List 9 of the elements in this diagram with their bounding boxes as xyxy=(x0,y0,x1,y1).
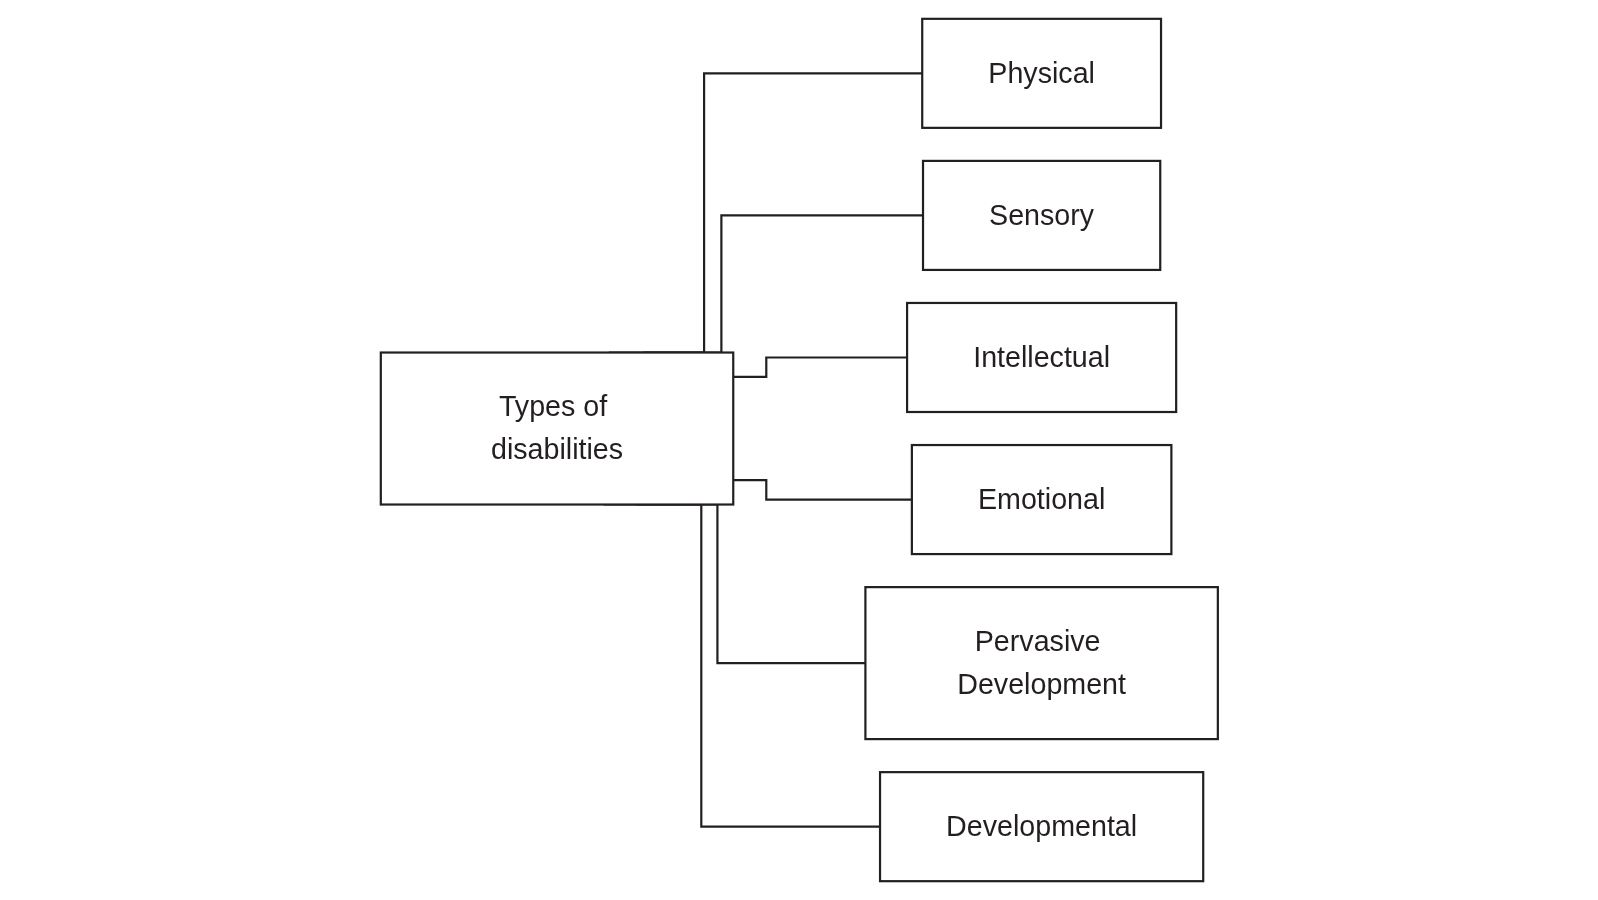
node-box: Developmental xyxy=(878,771,1204,883)
connector xyxy=(732,356,907,378)
node-box: Types of disabilities xyxy=(379,351,734,506)
node-box: Emotional xyxy=(910,443,1173,556)
node-box: Physical xyxy=(920,17,1162,129)
connector xyxy=(732,479,912,501)
node-box: Intellectual xyxy=(905,301,1177,414)
node-box: Sensory xyxy=(921,159,1161,272)
node-box: Pervasive Development xyxy=(864,586,1219,741)
